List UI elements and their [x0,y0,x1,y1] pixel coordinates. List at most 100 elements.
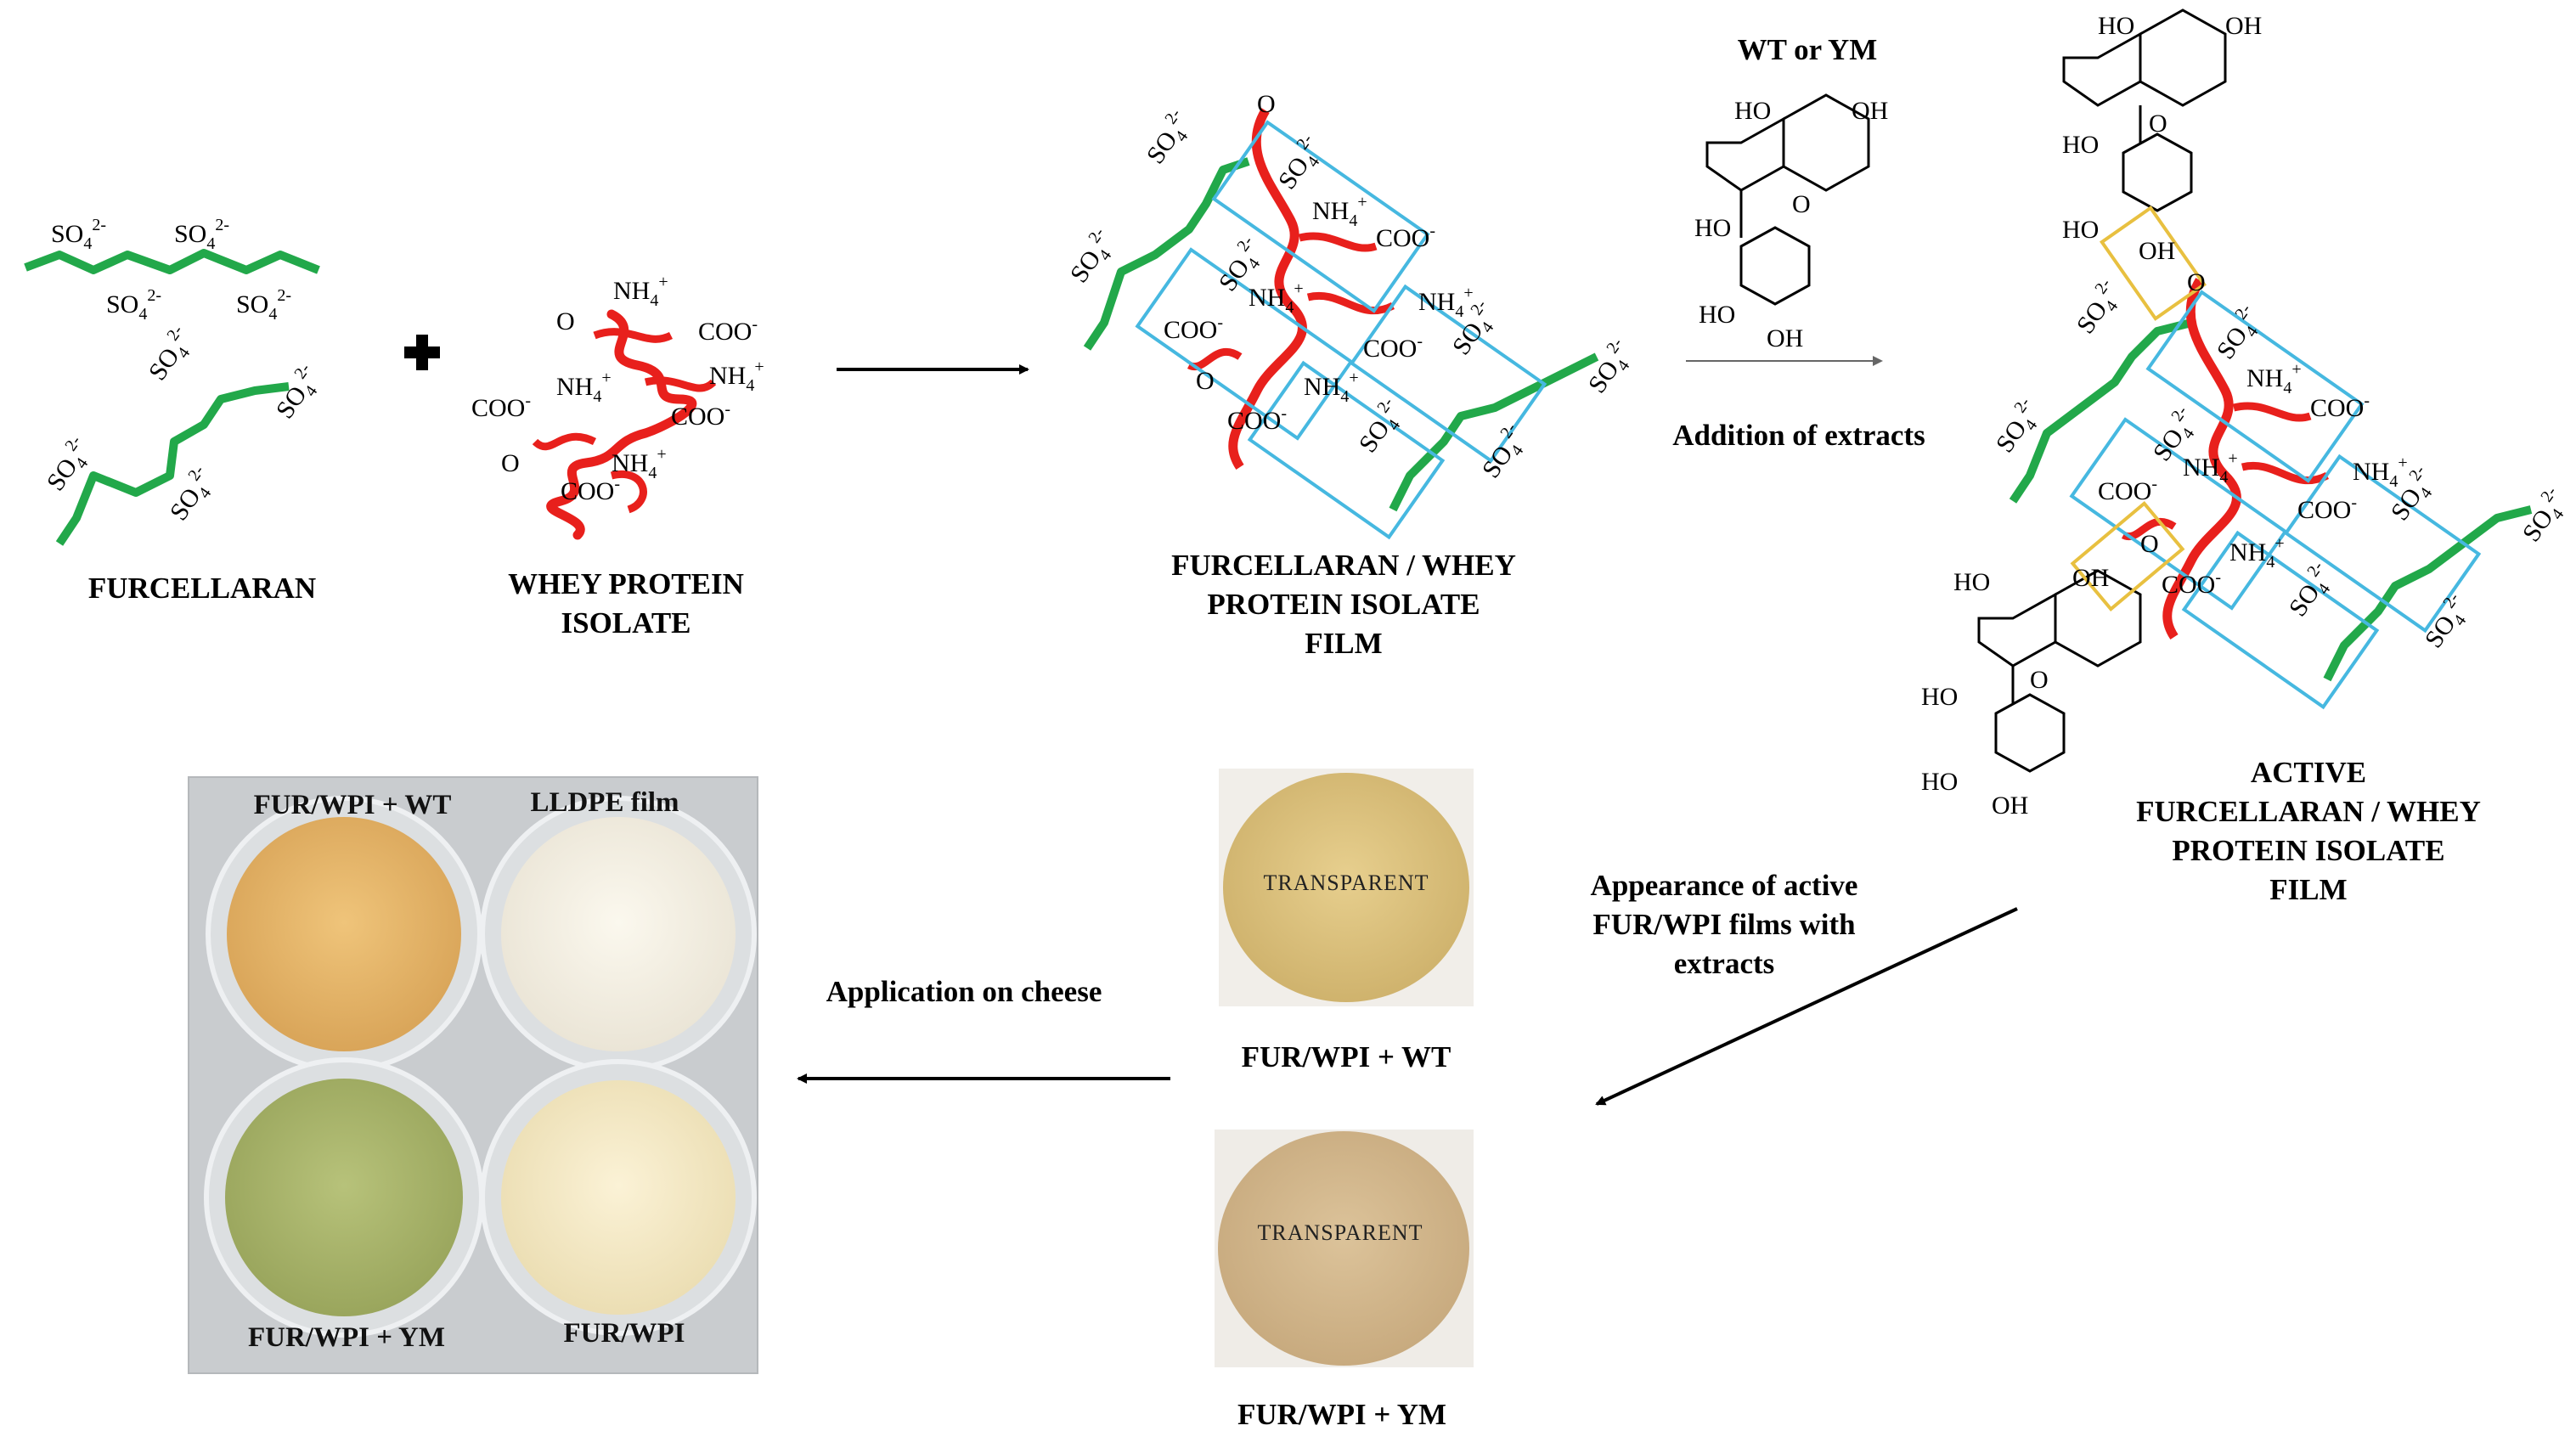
so4-label: SO42- [2416,589,2478,656]
oh-label: OH [1852,97,1888,125]
nh4-label: NH4+ [2353,454,2408,491]
nh4-label: NH4+ [709,358,764,395]
film-ym-text: TRANSPARENT [1258,1220,1423,1245]
ho-label: HO [2062,216,2099,244]
furcellaran-chain [1083,157,1250,351]
ho-label: HO [1921,768,1958,796]
catechin-labels: HO OH HO O HO OH [1694,97,1888,352]
interaction-box [2069,290,2482,710]
nh4-label: NH4+ [613,273,668,310]
so4-label: SO42- [106,286,161,324]
furcellaran-chain-bottom [55,382,290,546]
ho-label: HO [1921,683,1958,711]
cheese-label-tl: FUR/WPI + WT [254,790,452,820]
ho-label: HO [1694,214,1731,242]
coo-label: COO- [671,400,730,431]
coo-label: COO- [2297,493,2357,524]
hydrogen-bond-box [2070,206,2207,611]
active-label-line2: FURCELLARAN / WHEY [2136,795,2481,828]
o-label: O [2149,110,2167,138]
so4-label: SO42- [236,286,291,324]
coo-label: COO- [1164,313,1223,344]
coo-label: COO- [2310,392,2370,422]
cheese-sample-lldpe [501,817,736,1051]
furcellaran-chain [2009,318,2193,504]
protein-chain [1228,108,1307,470]
so4-label: SO42- [1580,335,1642,402]
o-label: O [2030,666,2049,694]
film-photo-ym: TRANSPARENT [1215,1130,1474,1367]
ho-label: HO [2062,131,2099,159]
so4-label: SO42- [174,216,229,253]
o-label: O [2187,268,2206,296]
cheese-photo: FUR/WPI + WT LLDPE film FUR/WPI + YM FUR… [188,776,758,1374]
so4-label: SO42- [2514,483,2576,550]
so4-label: SO42- [268,360,330,427]
film-ym-label: FUR/WPI + YM [1237,1398,1447,1431]
coo-label: COO- [1227,404,1287,435]
film-label-line1: FURCELLARAN / WHEY [1171,549,1516,582]
oh-label: OH [1767,324,1803,352]
film-wt-text: TRANSPARENT [1264,870,1429,895]
ho-label: HO [1734,97,1771,125]
furcellaran-chain [1389,352,1599,512]
coo-label: COO- [471,392,531,422]
coo-label: COO- [561,475,620,505]
furcellaran-chain-top [24,249,320,274]
coo-label: COO- [698,315,758,346]
o-label: O [2140,530,2159,558]
so4-label: SO42- [2068,275,2130,342]
protein-chain [546,309,697,540]
application-label: Application on cheese [826,975,1102,1008]
o-label: O [556,307,575,335]
catechin-structure [1705,93,1870,306]
protein-chain [2162,278,2241,640]
appearance-label-line3: extracts [1673,947,1775,980]
oh-label: OH [2225,12,2262,40]
so4-label: SO42- [2208,301,2270,368]
nh4-label: NH4+ [1312,193,1367,230]
active-label-line4: FILM [2269,873,2348,906]
so4-label: SO42- [51,216,106,253]
cheese-label-bl: FUR/WPI + YM [248,1322,445,1353]
active-label-line3: PROTEIN ISOLATE [2172,834,2445,867]
coo-label: COO- [1363,332,1423,363]
nh4-label: NH4+ [556,369,612,406]
ho-label: HO [1953,568,1990,596]
arrow-to-appearance [1595,907,2018,1106]
ho-label: HO [2098,12,2134,40]
ho-label: HO [1699,301,1735,329]
furcellaran-structure: SO42- SO42- SO42- SO42- SO42- SO42- SO42… [24,216,330,546]
active-label-line1: ACTIVE [2250,756,2367,789]
appearance-label-line2: FUR/WPI films with [1592,908,1856,941]
film-complex-structure: O SO42- SO42- NH4+ COO- SO42- SO42- NH4+… [1062,90,1642,540]
whey-protein-structure: NH4+ O COO- NH4+ NH4+ COO- COO- NH4+ O C… [471,273,764,540]
so4-label: SO42- [1138,105,1200,172]
interaction-box [1135,120,1547,540]
wpi-label-line2: ISOLATE [561,606,691,639]
so4-label: SO42- [140,322,202,389]
oh-label: OH [2139,237,2175,265]
o-label: O [1257,90,1276,118]
coo-label: COO- [1376,222,1435,252]
cheese-sample-ym [225,1079,463,1316]
addition-label: Addition of extracts [1672,419,1925,452]
active-film-structure: HO OH HO O HO OH O SO42- SO42- NH4+ COO-… [1921,8,2576,820]
furcellaran-label: FURCELLARAN [87,572,317,605]
appearance-label-line1: Appearance of active [1590,869,1858,902]
film-label-line2: PROTEIN ISOLATE [1207,588,1480,621]
o-label: O [501,449,520,477]
nh4-label: NH4+ [2246,360,2302,397]
coo-label: COO- [2098,475,2157,505]
cheese-label-br: FUR/WPI [564,1318,685,1349]
furcellaran-chain [2323,505,2533,682]
so4-label: SO42- [1270,131,1332,198]
wt-or-ym-label: WT or YM [1737,33,1878,66]
oh-label: OH [2072,564,2109,592]
plus-icon [404,335,440,370]
nh4-label: NH4+ [1418,284,1474,321]
nh4-label: NH4+ [2229,534,2285,572]
cheese-sample-furwpi [501,1080,736,1315]
film-label-line3: FILM [1305,627,1383,660]
